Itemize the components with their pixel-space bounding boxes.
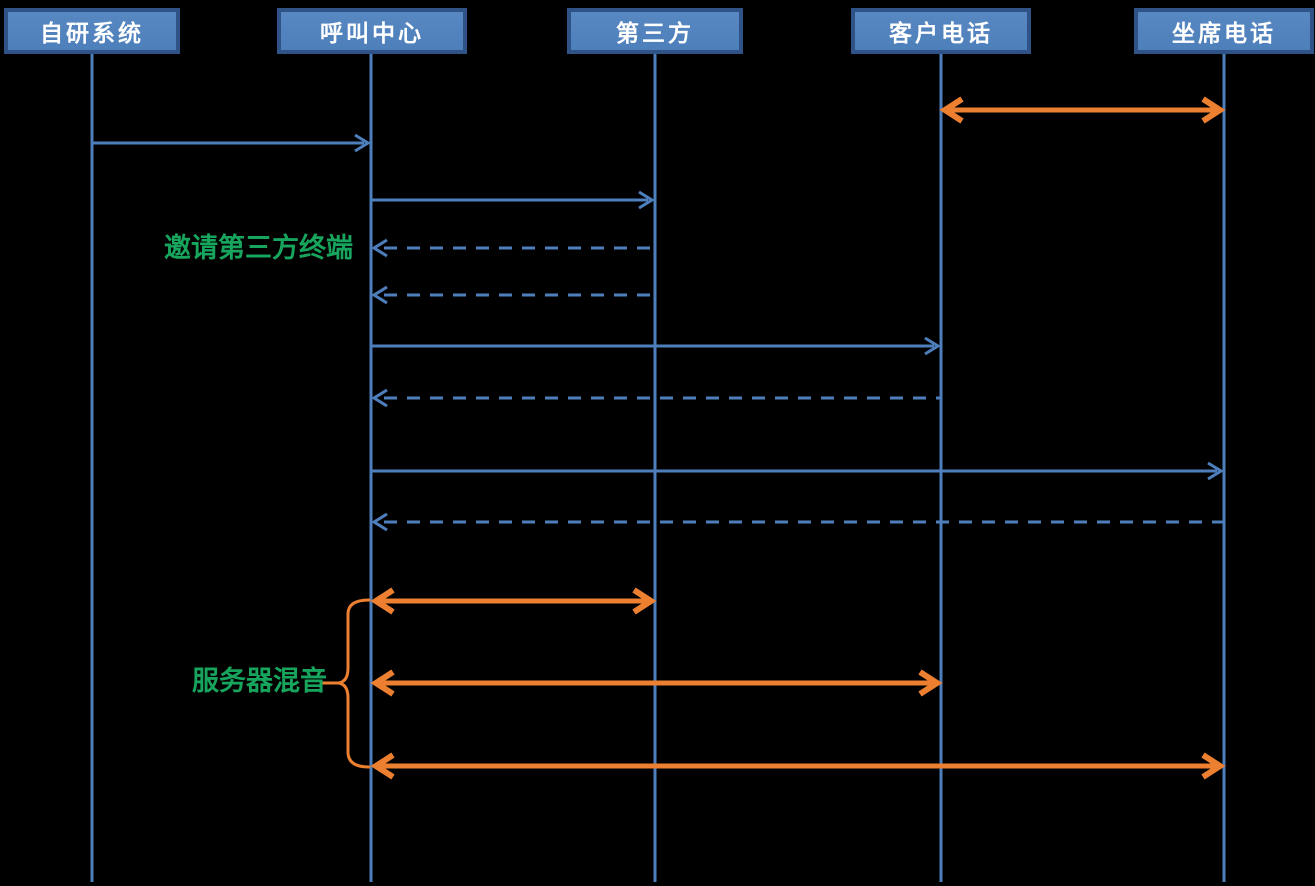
- actor-box-self-system: 自研系统: [4, 8, 180, 54]
- msg-thirdparty-reply-2: [371, 285, 655, 305]
- arrowhead-left: [371, 388, 388, 408]
- invite-note-label: 邀请第三方终端: [164, 233, 353, 264]
- arrowhead-left: [371, 238, 388, 258]
- msg-agent-reply: [371, 512, 1224, 532]
- msg-mix-thirdparty: [370, 587, 657, 615]
- actor-label: 第三方: [616, 21, 694, 47]
- arrowhead-left: [371, 285, 388, 305]
- msg-thirdparty-reply-1: [371, 238, 655, 258]
- arrowhead-right: [918, 669, 943, 697]
- lifelines: [90, 54, 1226, 882]
- arrowhead-right: [632, 587, 657, 615]
- arrowhead-right: [1201, 752, 1226, 780]
- arrowhead-right: [924, 336, 941, 356]
- arrowhead-left: [370, 752, 395, 780]
- actor-box-agent-phone: 坐席电话: [1134, 8, 1314, 54]
- arrowhead-left: [370, 587, 395, 615]
- arrowhead-right: [1207, 461, 1224, 481]
- msg-mix-customer: [370, 669, 943, 697]
- msg-callcenter-to-customer: [372, 336, 941, 356]
- actor-label: 呼叫中心: [320, 21, 424, 47]
- arrowhead-right: [1201, 96, 1226, 124]
- arrowhead-left: [371, 512, 388, 532]
- arrowhead-left: [370, 669, 395, 697]
- arrowhead-left: [939, 96, 964, 124]
- actor-label: 坐席电话: [1172, 21, 1276, 47]
- mix-note-label: 服务器混音: [192, 666, 327, 697]
- msg-system-to-callcenter: [93, 133, 371, 153]
- msg-customer-agent-voice: [939, 96, 1226, 124]
- arrowhead-right: [638, 190, 655, 210]
- actor-box-call-center: 呼叫中心: [277, 8, 467, 54]
- actor-box-third-party: 第三方: [567, 8, 743, 54]
- actor-label: 自研系统: [40, 21, 144, 47]
- actor-box-customer-phone: 客户电话: [851, 8, 1031, 54]
- mix-group-brace: [319, 598, 371, 769]
- actor-label: 客户电话: [889, 21, 993, 47]
- arrowhead-right: [354, 133, 371, 153]
- msg-callcenter-to-thirdparty: [372, 190, 655, 210]
- msg-mix-agent: [370, 752, 1226, 780]
- msg-customer-reply: [371, 388, 941, 408]
- msg-callcenter-to-agent: [372, 461, 1224, 481]
